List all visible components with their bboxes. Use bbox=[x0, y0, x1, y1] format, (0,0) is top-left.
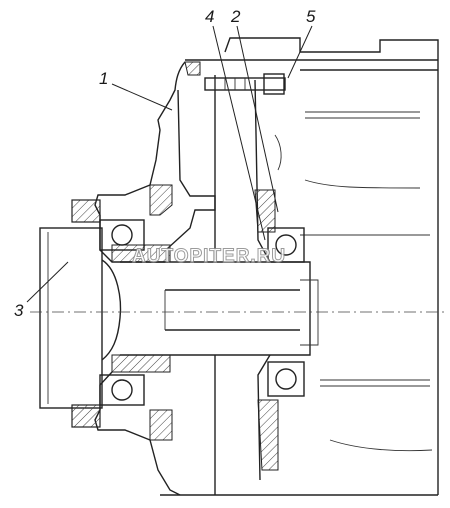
leader-5 bbox=[287, 25, 313, 79]
callout-4: 4 bbox=[205, 7, 214, 26]
shaft bbox=[120, 261, 319, 356]
callout-1: 1 bbox=[99, 69, 108, 88]
leader-3 bbox=[26, 261, 69, 303]
leader-4 bbox=[212, 25, 266, 241]
leader-1 bbox=[111, 83, 173, 111]
left-bearings bbox=[99, 219, 145, 406]
callouts: 1 2 3 4 5 bbox=[14, 7, 316, 320]
seals bbox=[71, 199, 101, 428]
cover-casting bbox=[94, 61, 216, 496]
leader-2 bbox=[236, 25, 279, 213]
flange-hub bbox=[39, 227, 122, 409]
callout-5: 5 bbox=[306, 7, 316, 26]
bulkhead bbox=[214, 75, 305, 495]
bolt bbox=[204, 73, 286, 95]
housing-outline bbox=[160, 37, 439, 496]
watermark: AUTOPITER.RU bbox=[132, 246, 286, 267]
callout-3: 3 bbox=[14, 301, 24, 320]
leader-lines bbox=[26, 25, 313, 303]
callout-2: 2 bbox=[230, 7, 241, 26]
